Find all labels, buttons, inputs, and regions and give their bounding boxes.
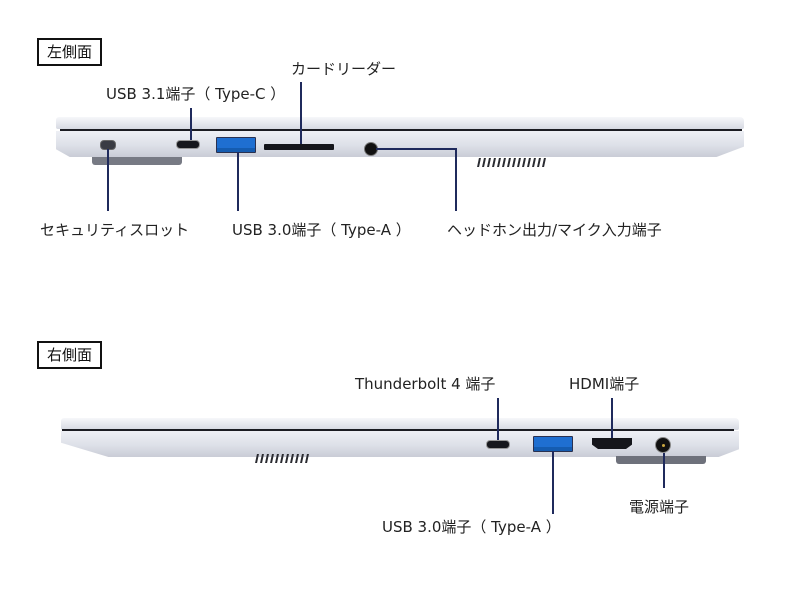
leader-hdmi — [611, 398, 613, 438]
right-side-label: 右側面 — [37, 341, 103, 369]
hdmi-port — [592, 438, 632, 449]
callout-hdmi: HDMI端子 — [569, 375, 640, 393]
laptop-lid — [61, 418, 739, 430]
usb-c-port — [176, 140, 200, 149]
leader-card-reader — [300, 82, 302, 144]
lid-gap — [62, 429, 734, 431]
leader-power — [663, 453, 665, 488]
callout-usb-a-right: USB 3.0端子（ Type-A ） — [382, 518, 561, 536]
laptop-foot — [92, 157, 182, 165]
thunderbolt-port — [486, 440, 510, 449]
usb-a-port — [533, 436, 573, 452]
leader-audio-v — [455, 148, 457, 211]
leader-usb-a — [237, 152, 239, 211]
laptop-lid — [56, 117, 744, 129]
laptop-base — [56, 131, 744, 157]
speaker-vent — [477, 158, 546, 167]
callout-thunderbolt: Thunderbolt 4 端子 — [355, 375, 496, 393]
callout-usb-a: USB 3.0端子（ Type-A ） — [232, 221, 411, 239]
left-side-label: 左側面 — [37, 38, 103, 66]
leader-audio-h — [376, 148, 456, 150]
card-reader-slot — [264, 144, 334, 150]
laptop-foot — [616, 456, 706, 464]
leader-thunderbolt — [497, 398, 499, 440]
callout-power: 電源端子 — [629, 498, 690, 516]
callout-usb-c: USB 3.1端子（ Type-C ） — [106, 85, 286, 103]
callout-security-slot: セキュリティスロット — [40, 221, 190, 239]
callout-audio-jack: ヘッドホン出力/マイク入力端子 — [447, 221, 662, 239]
callout-card-reader: カードリーダー — [291, 60, 397, 78]
lid-gap — [60, 129, 742, 131]
laptop-base — [61, 431, 739, 457]
usb-a-port — [216, 137, 256, 153]
power-port — [655, 437, 671, 453]
speaker-vent — [255, 454, 309, 463]
leader-usb-c — [190, 108, 192, 140]
leader-usb-a-right — [552, 451, 554, 514]
leader-security-slot — [107, 149, 109, 211]
